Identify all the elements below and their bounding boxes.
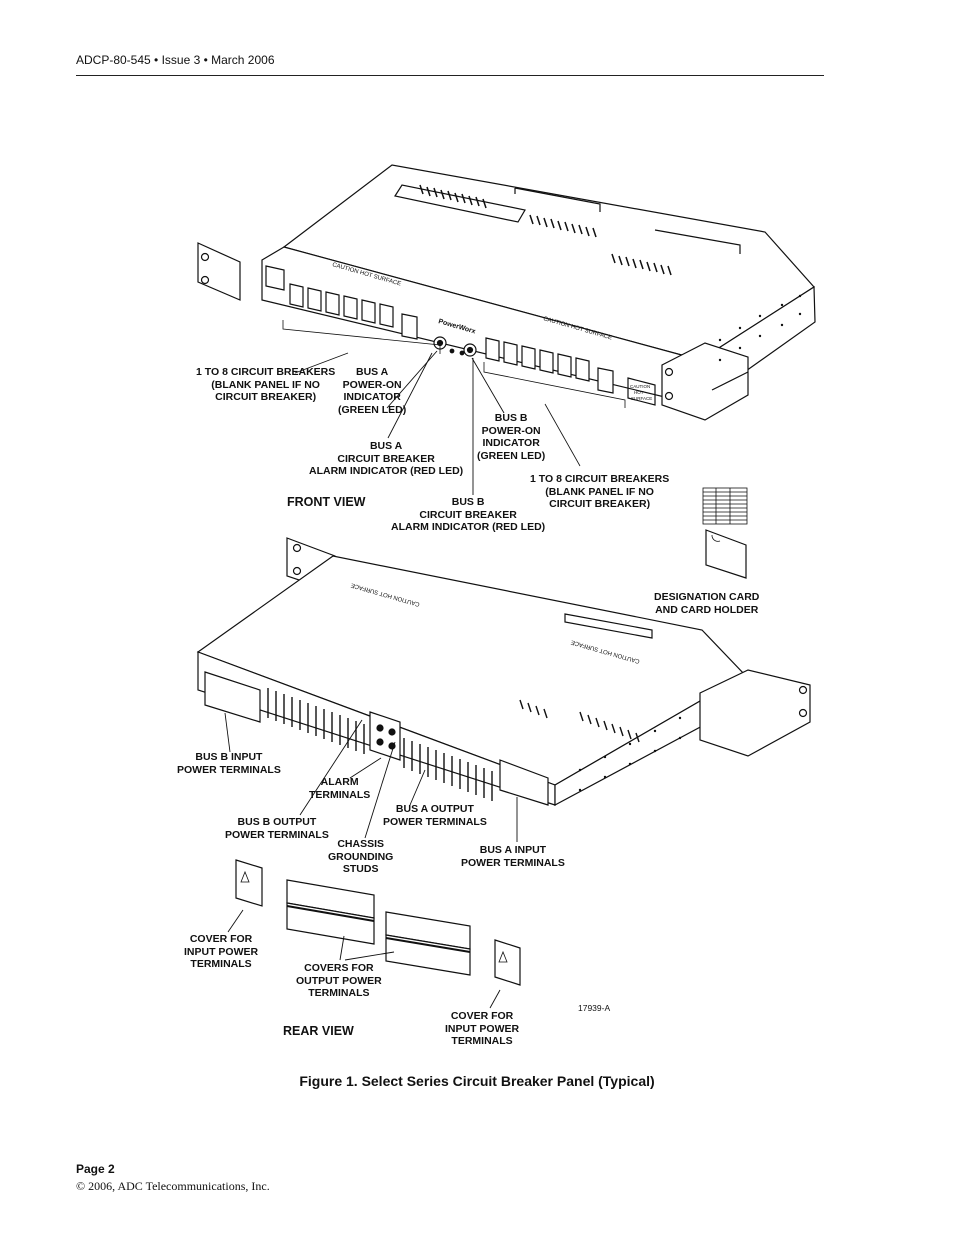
- header-rule: [76, 75, 824, 76]
- callout-breakers-left: 1 TO 8 CIRCUIT BREAKERS (BLANK PANEL IF …: [196, 366, 336, 403]
- callout-bus-a-alarm: BUS A CIRCUIT BREAKER ALARM INDICATOR (R…: [309, 440, 464, 477]
- page-number: Page 2: [76, 1162, 115, 1176]
- callout-bus-b-input: BUS B INPUT POWER TERMINALS: [177, 751, 281, 776]
- callout-bus-b-output: BUS B OUTPUT POWER TERMINALS: [225, 816, 329, 841]
- callout-cover-input-right: COVER FOR INPUT POWER TERMINALS: [445, 1010, 520, 1047]
- callout-bus-b-alarm: BUS B CIRCUIT BREAKER ALARM INDICATOR (R…: [391, 496, 546, 533]
- callout-bus-a-input: BUS A INPUT POWER TERMINALS: [461, 844, 565, 869]
- output-cover-1: [286, 879, 375, 945]
- rear-view-unit: [196, 537, 811, 807]
- output-cover-2: [385, 911, 471, 976]
- figure-caption: Figure 1. Select Series Circuit Breaker …: [299, 1073, 655, 1089]
- rear-view-label: REAR VIEW: [283, 1024, 354, 1038]
- copyright: © 2006, ADC Telecommunications, Inc.: [76, 1179, 270, 1193]
- callout-chassis-grounding: CHASSIS GROUNDING STUDS: [328, 838, 394, 875]
- callout-bus-a-power: BUS A POWER-ON INDICATOR (GREEN LED): [338, 366, 407, 416]
- input-cover-left: [235, 859, 263, 907]
- callout-bus-b-power: BUS B POWER-ON INDICATOR (GREEN LED): [477, 412, 546, 462]
- front-view-label: FRONT VIEW: [287, 495, 366, 509]
- callout-cover-input-left: COVER FOR INPUT POWER TERMINALS: [184, 933, 259, 970]
- front-view-unit: [197, 164, 816, 421]
- caution-small-2: HOT: [634, 390, 644, 395]
- input-cover-right: [494, 939, 521, 986]
- figure-number: 17939-A: [578, 1003, 611, 1013]
- caution-small-1: CAUTION: [630, 384, 650, 389]
- document-header: ADCP-80-545 • Issue 3 • March 2006: [76, 53, 275, 67]
- callout-covers-output: COVERS FOR OUTPUT POWER TERMINALS: [296, 962, 382, 999]
- caution-small-3: SURFACE: [631, 396, 652, 401]
- designation-card: [702, 487, 748, 579]
- callout-bus-a-output: BUS A OUTPUT POWER TERMINALS: [383, 803, 487, 828]
- callout-designation-card: DESIGNATION CARD AND CARD HOLDER: [654, 591, 760, 616]
- callout-breakers-right: 1 TO 8 CIRCUIT BREAKERS (BLANK PANEL IF …: [530, 473, 670, 510]
- callout-alarm-terminals: ALARM TERMINALS: [309, 776, 371, 801]
